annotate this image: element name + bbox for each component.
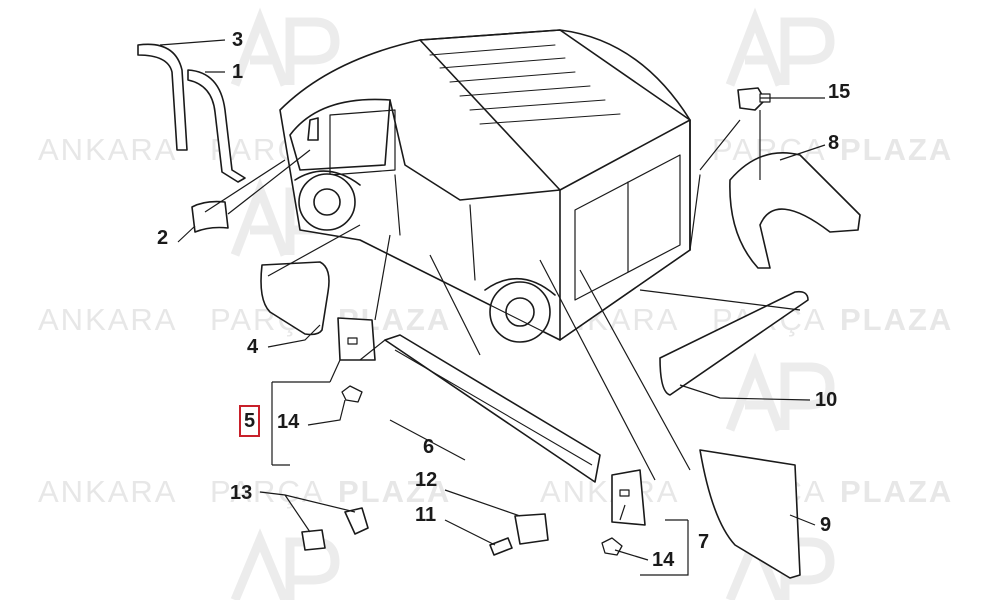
callout-14-bottom: 14 (652, 549, 675, 571)
part-5-lamp-slot (347, 337, 358, 345)
callout-13: 13 (230, 482, 253, 504)
van-sill (359, 239, 691, 341)
leader-14-bottom (614, 549, 649, 561)
callout-10: 10 (815, 389, 838, 411)
part-12-nut (514, 513, 549, 545)
van-front-wheel (298, 173, 356, 231)
part-7-side-marker (611, 469, 646, 526)
part-14-bulb-top (341, 385, 363, 403)
leader-2 (177, 149, 311, 243)
watermark-logo-marks (230, 7, 835, 600)
part-8-rear-arch (729, 152, 861, 269)
leader-11 (444, 519, 496, 546)
part-6-moulding-edge (394, 349, 593, 466)
van-rear-wheel-hub (505, 297, 535, 327)
part-7-lamp-slot (619, 489, 630, 497)
part-10-rear-trim (659, 290, 809, 396)
watermark-word-left: ANKARA (38, 132, 177, 167)
van-roof-ribs (429, 44, 621, 125)
watermark-word-mid: PARÇA (210, 474, 325, 509)
van-wheel-arches (294, 170, 556, 296)
part-4-front-panel (260, 261, 330, 336)
van-side-beltline (389, 99, 561, 201)
leader-5-bracket (271, 234, 391, 466)
watermark-row-3: ANKARA PARÇA PLAZA (38, 302, 449, 337)
watermark-row-5: ANKARA PARÇA PLAZA (38, 474, 451, 509)
parts (137, 43, 861, 579)
callout-2: 2 (157, 227, 169, 249)
callout-1: 1 (232, 61, 244, 83)
part-13-clip-b (344, 507, 369, 535)
leader-3 (159, 39, 226, 46)
van-mirror (307, 117, 319, 141)
callout-15: 15 (828, 81, 851, 103)
callout-8: 8 (828, 132, 840, 154)
leader-6 (389, 254, 656, 481)
part-6-side-moulding (384, 334, 601, 483)
leader-7-bracket (579, 269, 691, 576)
part-2-bracket (191, 200, 229, 233)
callout-14-top: 14 (277, 411, 300, 433)
leader-8 (699, 110, 826, 180)
watermark-word-left: ANKARA (38, 302, 177, 337)
watermark-logo (230, 7, 340, 87)
watermark-word-left: ANKARA (540, 474, 679, 509)
watermark-word-right: PLAZA (840, 302, 953, 337)
watermark-word-left: ANKARA (38, 474, 177, 509)
callout-7: 7 (698, 531, 710, 553)
part-13-clip-a (301, 529, 326, 551)
van-rear-edges (559, 119, 691, 341)
van-rear-wheel (489, 281, 551, 343)
leader-4 (267, 224, 361, 348)
callout-6: 6 (423, 436, 435, 458)
callout-11: 11 (415, 504, 437, 526)
van-windscreen (289, 98, 391, 171)
van-side-window (329, 109, 396, 176)
part-3-arch-moulding (137, 43, 188, 151)
van-outline (279, 29, 691, 341)
watermark-word-right: PLAZA (840, 132, 953, 167)
watermark-logo (725, 7, 835, 87)
watermark-word-right: PLAZA (840, 474, 953, 509)
part-15-clip (737, 87, 766, 111)
watermark-logo (725, 352, 835, 432)
callout-12: 12 (415, 469, 438, 491)
part-9-corner-panel (699, 449, 801, 579)
leader-13 (259, 491, 356, 533)
van-door-lines (394, 174, 476, 281)
leader-10 (639, 289, 811, 401)
van-front-wheel-hub (313, 188, 341, 216)
watermark-word-right: PLAZA (338, 474, 451, 509)
leader-9 (789, 514, 816, 526)
leader-12 (444, 489, 521, 517)
van-illustration (279, 29, 701, 343)
part-1-arch-moulding (187, 69, 246, 183)
van-rear-doors (574, 154, 681, 301)
callout-4: 4 (247, 336, 259, 358)
callout-9: 9 (820, 514, 832, 536)
part-14-bulb-bottom (601, 537, 623, 556)
callout-5-highlighted: 5 (238, 405, 261, 437)
leader-14-top (307, 399, 346, 426)
part-11-screw (489, 537, 513, 556)
leader-lines (159, 39, 826, 576)
callout-3: 3 (232, 29, 244, 51)
van-rear-bumper-edge (689, 174, 701, 251)
